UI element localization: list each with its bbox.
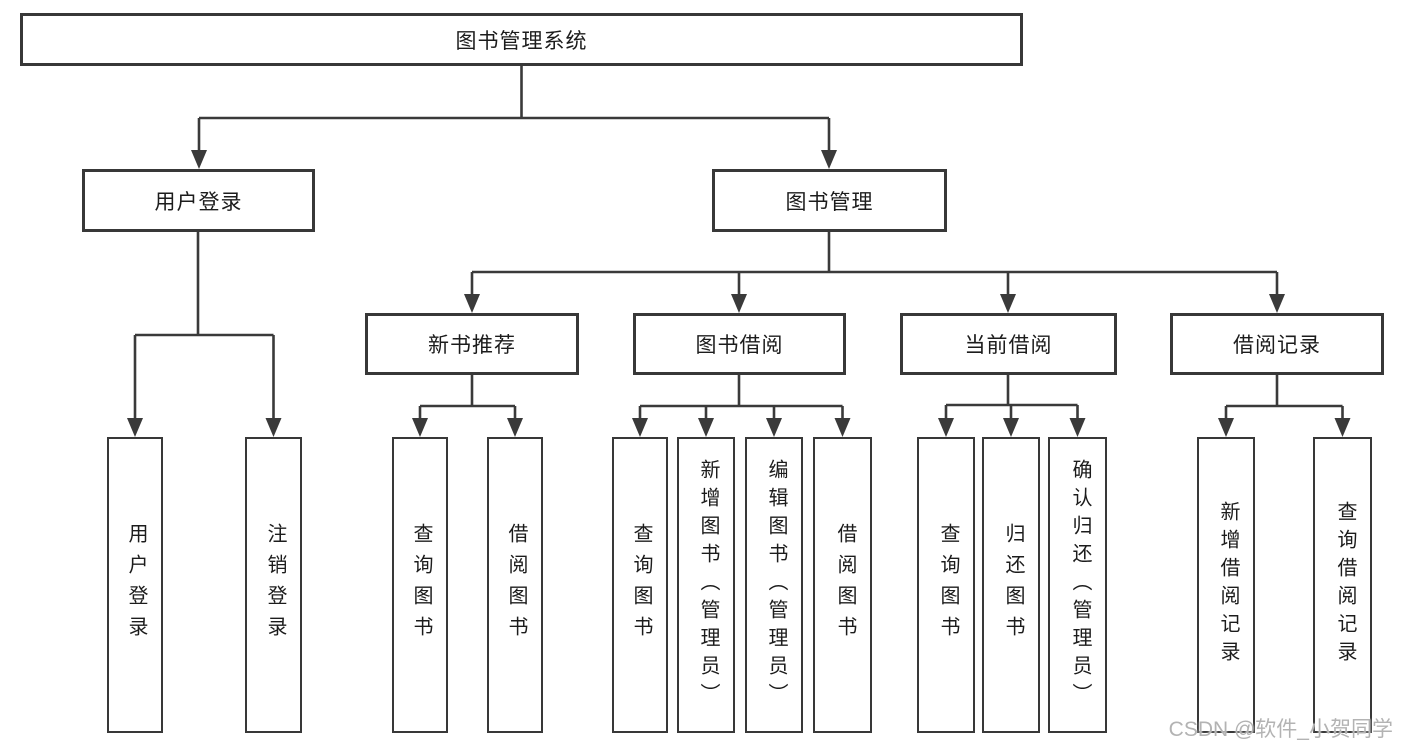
node-borrow-records: 借阅记录: [1170, 313, 1384, 375]
node-book-borrow: 图书借阅: [633, 313, 846, 375]
node-user-login: 用户登录: [82, 169, 315, 232]
leaf-query-books-borrow: 查询图书: [612, 437, 668, 733]
arrowhead-group: [127, 150, 1351, 437]
leaf-query-borrow-record: 查询借阅记录: [1313, 437, 1372, 733]
leaf-query-books-recommend: 查询图书: [392, 437, 448, 733]
leaf-return-books: 归还图书: [982, 437, 1040, 733]
node-current-borrow: 当前借阅: [900, 313, 1117, 375]
leaf-query-books-current: 查询图书: [917, 437, 975, 733]
leaf-add-books-admin: 新增图书（管理员）: [677, 437, 735, 733]
leaf-edit-books-admin: 编辑图书（管理员）: [745, 437, 803, 733]
csdn-watermark: CSDN @软件_小贺同学: [1168, 718, 1393, 741]
node-root: 图书管理系统: [20, 13, 1023, 66]
leaf-confirm-return-admin: 确认归还（管理员）: [1048, 437, 1107, 733]
leaf-add-borrow-record: 新增借阅记录: [1197, 437, 1255, 733]
leaf-borrow-books-recommend: 借阅图书: [487, 437, 543, 733]
leaf-logout: 注销登录: [245, 437, 302, 733]
leaf-user-login: 用户登录: [107, 437, 163, 733]
node-book-management: 图书管理: [712, 169, 947, 232]
node-new-book-recommend: 新书推荐: [365, 313, 579, 375]
leaf-borrow-books: 借阅图书: [813, 437, 872, 733]
